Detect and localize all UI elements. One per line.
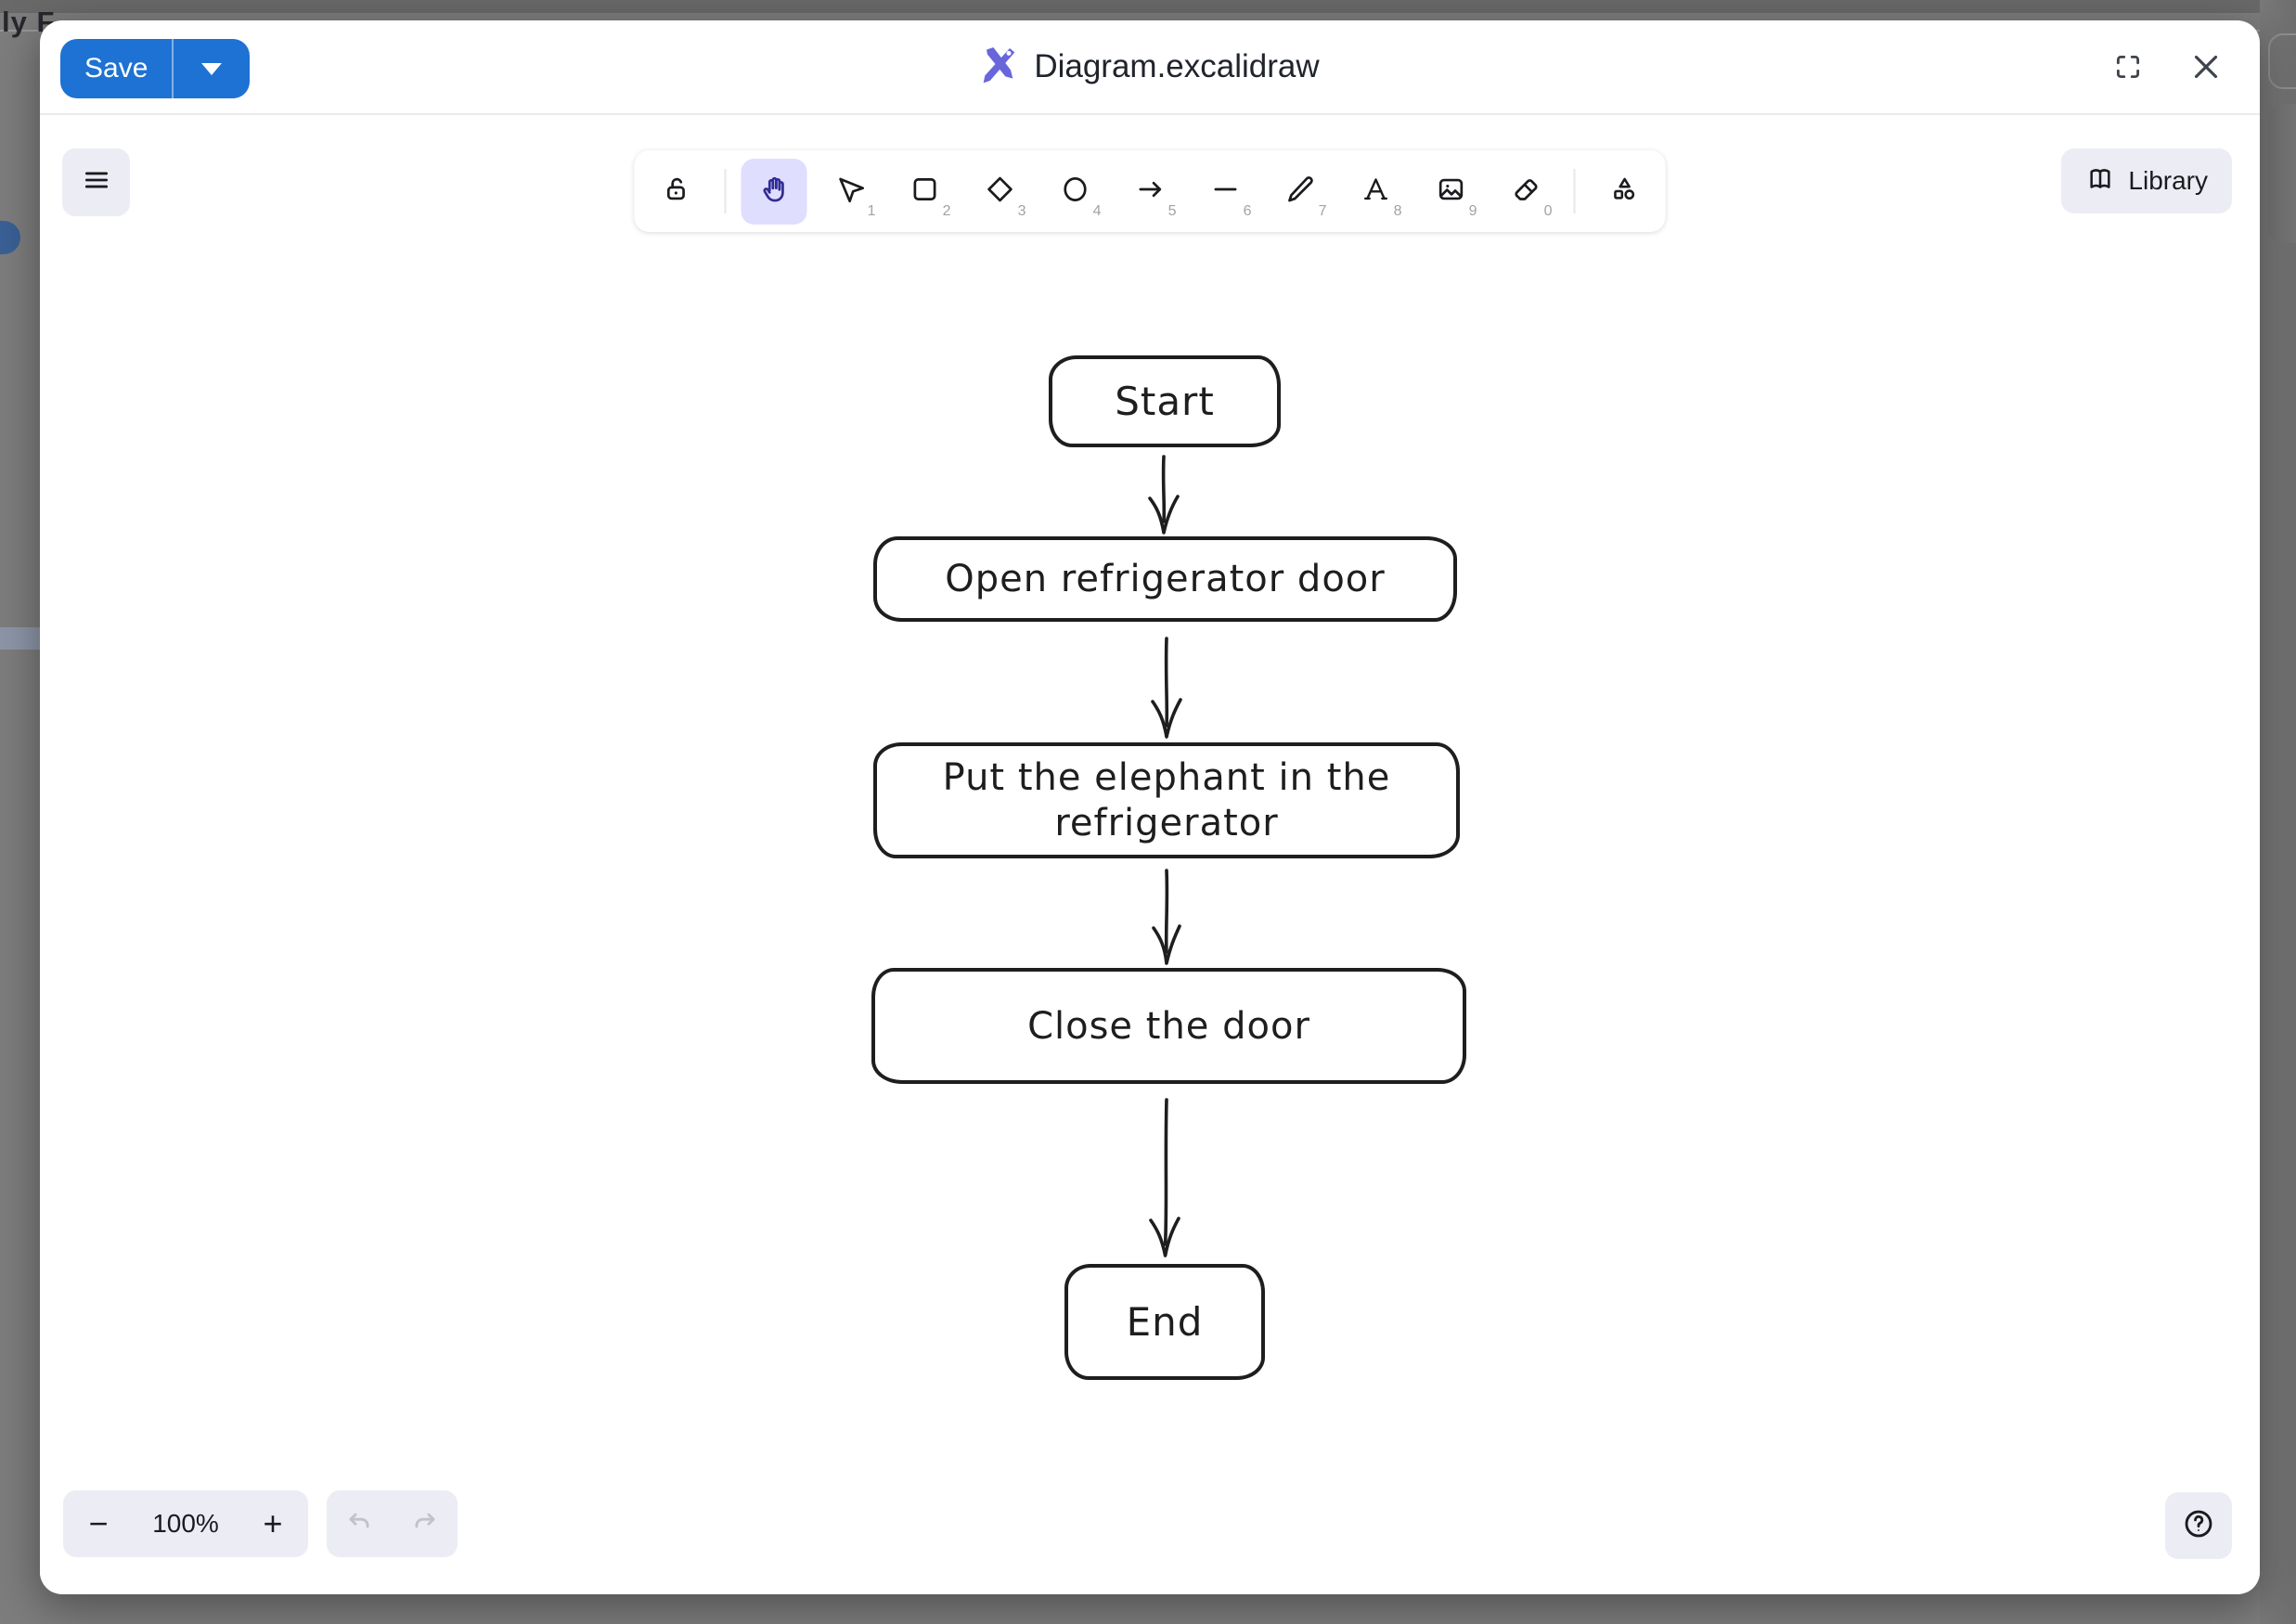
help-icon (2181, 1506, 2216, 1546)
help-button[interactable] (2165, 1492, 2232, 1559)
flowchart-arrow[interactable] (1136, 455, 1192, 536)
tool-shortcut: 2 (942, 202, 951, 219)
tool-rectangle[interactable]: 2 (892, 159, 958, 225)
undo-icon (343, 1506, 375, 1542)
shapes-icon (1607, 174, 1639, 210)
tool-shortcut: 5 (1167, 202, 1177, 219)
modal-header: Save Diagram.excalidraw (40, 20, 2260, 115)
toolbar-divider (1573, 169, 1576, 213)
file-title: Diagram.excalidraw (1034, 48, 1320, 84)
unlock-icon (661, 174, 692, 210)
save-split-button: Save (60, 39, 251, 98)
library-button-label: Library (2128, 166, 2208, 195)
drawing-canvas[interactable]: 1 2 3 (40, 115, 2260, 1592)
pencil-icon (1284, 174, 1316, 210)
tool-line[interactable]: 6 (1193, 159, 1258, 225)
save-button[interactable]: Save (60, 39, 172, 98)
tool-shortcut: 4 (1092, 202, 1102, 219)
node-label: Put the elephant in the refrigerator (942, 755, 1391, 844)
zoom-level[interactable]: 100% (152, 1509, 219, 1538)
zoom-out-button[interactable]: − (88, 1504, 109, 1542)
tool-image[interactable]: 9 (1418, 159, 1484, 225)
background-highlight-band (0, 627, 40, 650)
excalidraw-logo-icon (980, 44, 1017, 91)
tool-hand[interactable] (741, 158, 807, 225)
tool-shortcut: 8 (1393, 202, 1402, 219)
flowchart-arrow[interactable] (1138, 1098, 1193, 1259)
tool-ellipse[interactable]: 4 (1042, 159, 1108, 225)
flowchart-node-close[interactable]: Close the door (871, 968, 1466, 1084)
tool-shortcut: 9 (1468, 202, 1477, 219)
node-label: Open refrigerator door (945, 558, 1386, 600)
image-icon (1435, 174, 1466, 210)
circle-icon (1059, 174, 1090, 210)
tool-shortcut: 1 (867, 202, 876, 219)
zoom-in-button[interactable]: + (263, 1504, 283, 1542)
redo-button[interactable] (402, 1501, 448, 1547)
background-rounded-outline (2268, 33, 2296, 89)
book-icon (2085, 164, 2115, 199)
tool-more-shapes[interactable] (1591, 159, 1657, 225)
tool-shortcut: 0 (1543, 202, 1553, 219)
letter-a-icon (1360, 174, 1391, 210)
background-blue-button (0, 221, 20, 254)
main-menu-button[interactable] (62, 148, 130, 216)
excalidraw-modal: Save Diagram.excalidraw (40, 20, 2260, 1594)
flowchart-node-end[interactable]: End (1064, 1264, 1265, 1380)
arrow-right-icon (1134, 174, 1166, 210)
backdrop-right-strip (2260, 0, 2296, 1624)
tool-text[interactable]: 8 (1343, 159, 1409, 225)
flowchart-node-put[interactable]: Put the elephant in the refrigerator (873, 742, 1460, 858)
tool-draw[interactable]: 7 (1268, 159, 1334, 225)
fullscreen-button[interactable] (2108, 46, 2148, 87)
node-label: End (1126, 1299, 1204, 1345)
tool-shortcut: 3 (1017, 202, 1026, 219)
hamburger-icon (81, 164, 112, 200)
toolbar-divider (724, 169, 727, 213)
modal-title-area: Diagram.excalidraw (40, 20, 2260, 113)
tool-lock[interactable] (644, 159, 710, 225)
flowchart-arrow[interactable] (1139, 869, 1194, 967)
tool-toolbar: 1 2 3 (634, 150, 1666, 232)
flowchart-node-start[interactable]: Start (1049, 355, 1281, 447)
square-icon (909, 174, 940, 210)
tool-shortcut: 6 (1243, 202, 1252, 219)
line-icon (1209, 174, 1241, 210)
zoom-controls: − 100% + (63, 1490, 308, 1557)
flowchart-node-open[interactable]: Open refrigerator door (873, 536, 1457, 622)
library-button[interactable]: Library (2061, 148, 2232, 213)
node-label: Close the door (1027, 1004, 1310, 1048)
node-label: Start (1115, 379, 1215, 424)
tool-shortcut: 7 (1318, 202, 1327, 219)
tool-arrow[interactable]: 5 (1117, 159, 1183, 225)
flowchart-arrow[interactable] (1139, 637, 1194, 741)
history-controls (327, 1490, 458, 1557)
save-options-dropdown-button[interactable] (174, 39, 250, 98)
hand-icon (758, 174, 790, 210)
background-rounded-panel (2268, 104, 2296, 243)
diamond-icon (984, 174, 1015, 210)
save-button-label: Save (84, 53, 148, 84)
tool-selection[interactable]: 1 (817, 159, 883, 225)
undo-button[interactable] (336, 1501, 382, 1547)
close-button[interactable] (2186, 46, 2226, 87)
header-actions (2108, 20, 2226, 113)
chevron-down-icon (201, 62, 223, 75)
cursor-icon (833, 174, 865, 210)
backdrop-top-strip (0, 0, 2296, 13)
save-button-divider (172, 39, 174, 98)
tool-eraser[interactable]: 0 (1493, 159, 1559, 225)
tool-diamond[interactable]: 3 (967, 159, 1033, 225)
eraser-icon (1510, 174, 1541, 210)
redo-icon (409, 1506, 441, 1542)
